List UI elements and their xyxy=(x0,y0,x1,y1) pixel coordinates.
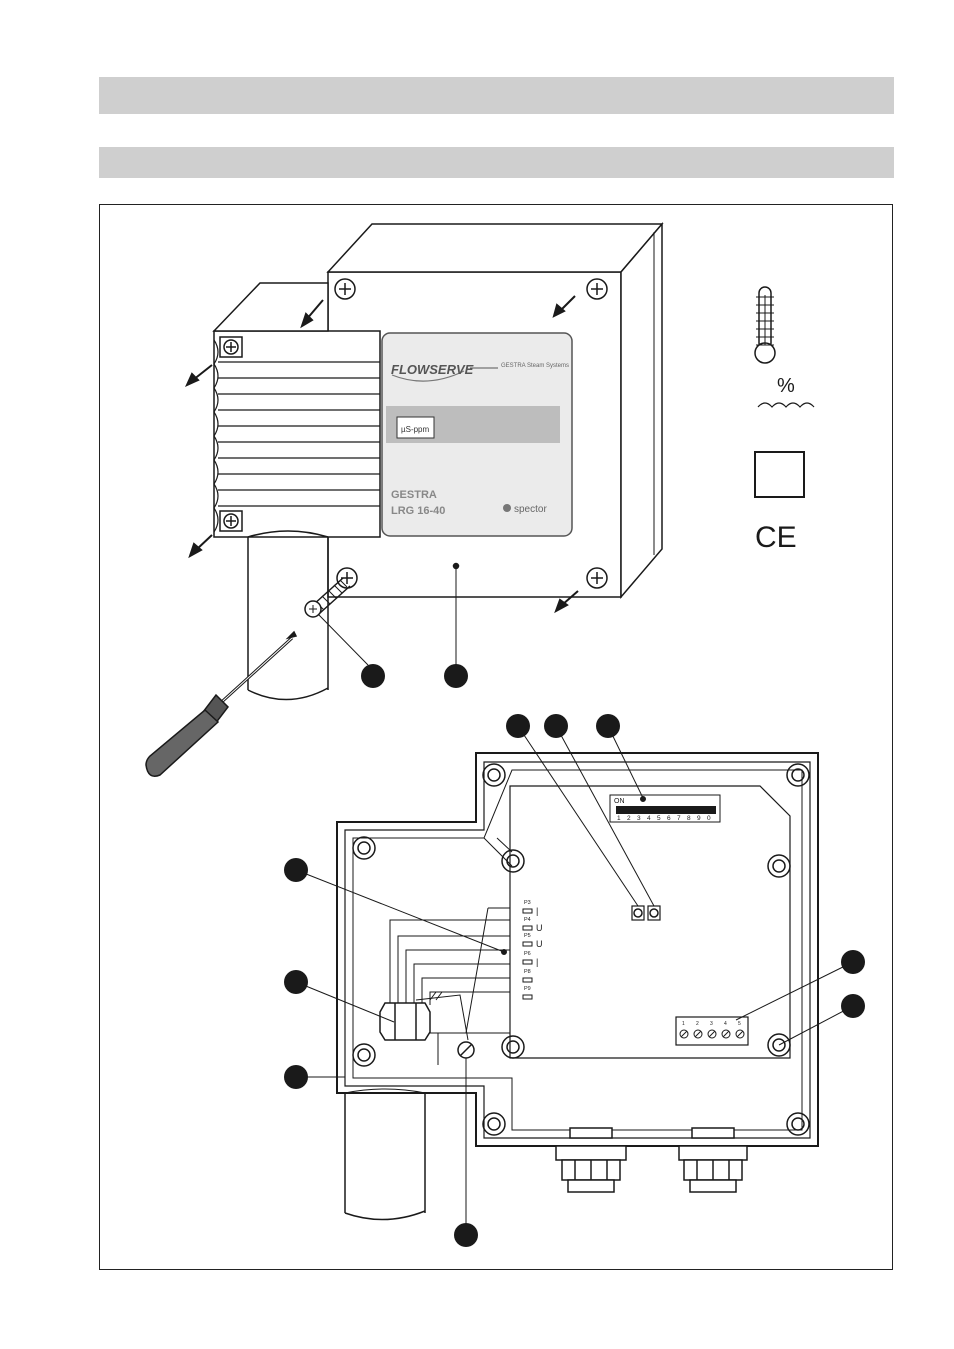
screw-icon xyxy=(219,336,243,358)
terminal-number: 1 xyxy=(682,1021,685,1027)
terminal-number: 2 xyxy=(696,1021,699,1027)
jumper-mark: U xyxy=(536,923,543,933)
unit-label: µS-ppm xyxy=(401,425,430,434)
dip-number: 0 xyxy=(707,815,711,822)
dip-on-label: ON xyxy=(614,798,625,805)
jumper-label: P8 xyxy=(524,969,531,975)
screwdriver-icon xyxy=(145,630,298,777)
jumper-label: P6 xyxy=(524,951,531,957)
callout-markers xyxy=(284,664,865,1247)
pipe-bottom xyxy=(344,1093,426,1221)
mounting-hole xyxy=(767,1033,791,1057)
cable-gland-right xyxy=(678,1127,748,1193)
jumper-label: P9 xyxy=(524,986,531,992)
maker-logo: spector xyxy=(514,504,547,515)
pipe-top xyxy=(247,537,329,701)
model-line-1: GESTRA xyxy=(391,489,437,501)
jumper-label: P4 xyxy=(524,917,531,923)
enclosure-square-icon xyxy=(754,451,805,498)
dip-number: 1 xyxy=(617,815,621,822)
terminal-number: 3 xyxy=(710,1021,713,1027)
water-waves-icon xyxy=(757,402,815,408)
jumper-mark: | xyxy=(536,906,538,916)
screw-icon xyxy=(219,510,243,532)
terminal-block[interactable] xyxy=(675,1016,749,1046)
jumper-mark: U xyxy=(536,939,543,949)
cable-gland-nut xyxy=(379,1002,431,1041)
terminal-number: 5 xyxy=(738,1021,741,1027)
housing-top-face xyxy=(326,223,664,273)
header-bar-second xyxy=(99,147,894,178)
thermometer-icon xyxy=(754,286,776,364)
cable-gland-left xyxy=(555,1127,627,1193)
dip-number: 9 xyxy=(697,815,701,822)
removal-arrows xyxy=(184,295,579,614)
terminal-numbers: 1 2 3 4 5 xyxy=(682,1021,741,1027)
dip-number: 3 xyxy=(637,815,641,822)
screw-icon xyxy=(586,567,608,589)
earth-screw-icon[interactable] xyxy=(457,1041,475,1059)
terminal-number: 4 xyxy=(724,1021,727,1027)
jumper-mark: | xyxy=(536,957,538,967)
screw-icon xyxy=(586,278,608,300)
brand-logo: FLOWSERVE xyxy=(391,362,474,377)
brand-subtitle: GESTRA Steam Systems xyxy=(501,363,569,369)
opened-housing-outline xyxy=(336,752,819,1147)
housing-right-face xyxy=(620,221,663,600)
circuit-board xyxy=(509,785,791,1059)
dip-number: 4 xyxy=(647,815,651,822)
dip-number: 2 xyxy=(627,815,631,822)
jumper-label: P5 xyxy=(524,933,531,939)
ce-mark: CE xyxy=(755,521,797,554)
model-line-2: LRG 16-40 xyxy=(391,505,445,517)
screw-icon xyxy=(334,278,356,300)
dip-number: 5 xyxy=(657,815,661,822)
dip-number: 6 xyxy=(667,815,671,822)
dip-switch[interactable] xyxy=(609,794,721,823)
jumper-label: P3 xyxy=(524,900,531,906)
header-bar-top xyxy=(99,77,894,114)
dip-number: 8 xyxy=(687,815,691,822)
dip-number: 7 xyxy=(677,815,681,822)
figure-frame xyxy=(99,204,893,1270)
humidity-symbol: % xyxy=(777,375,795,397)
mounting-screw xyxy=(304,577,351,618)
